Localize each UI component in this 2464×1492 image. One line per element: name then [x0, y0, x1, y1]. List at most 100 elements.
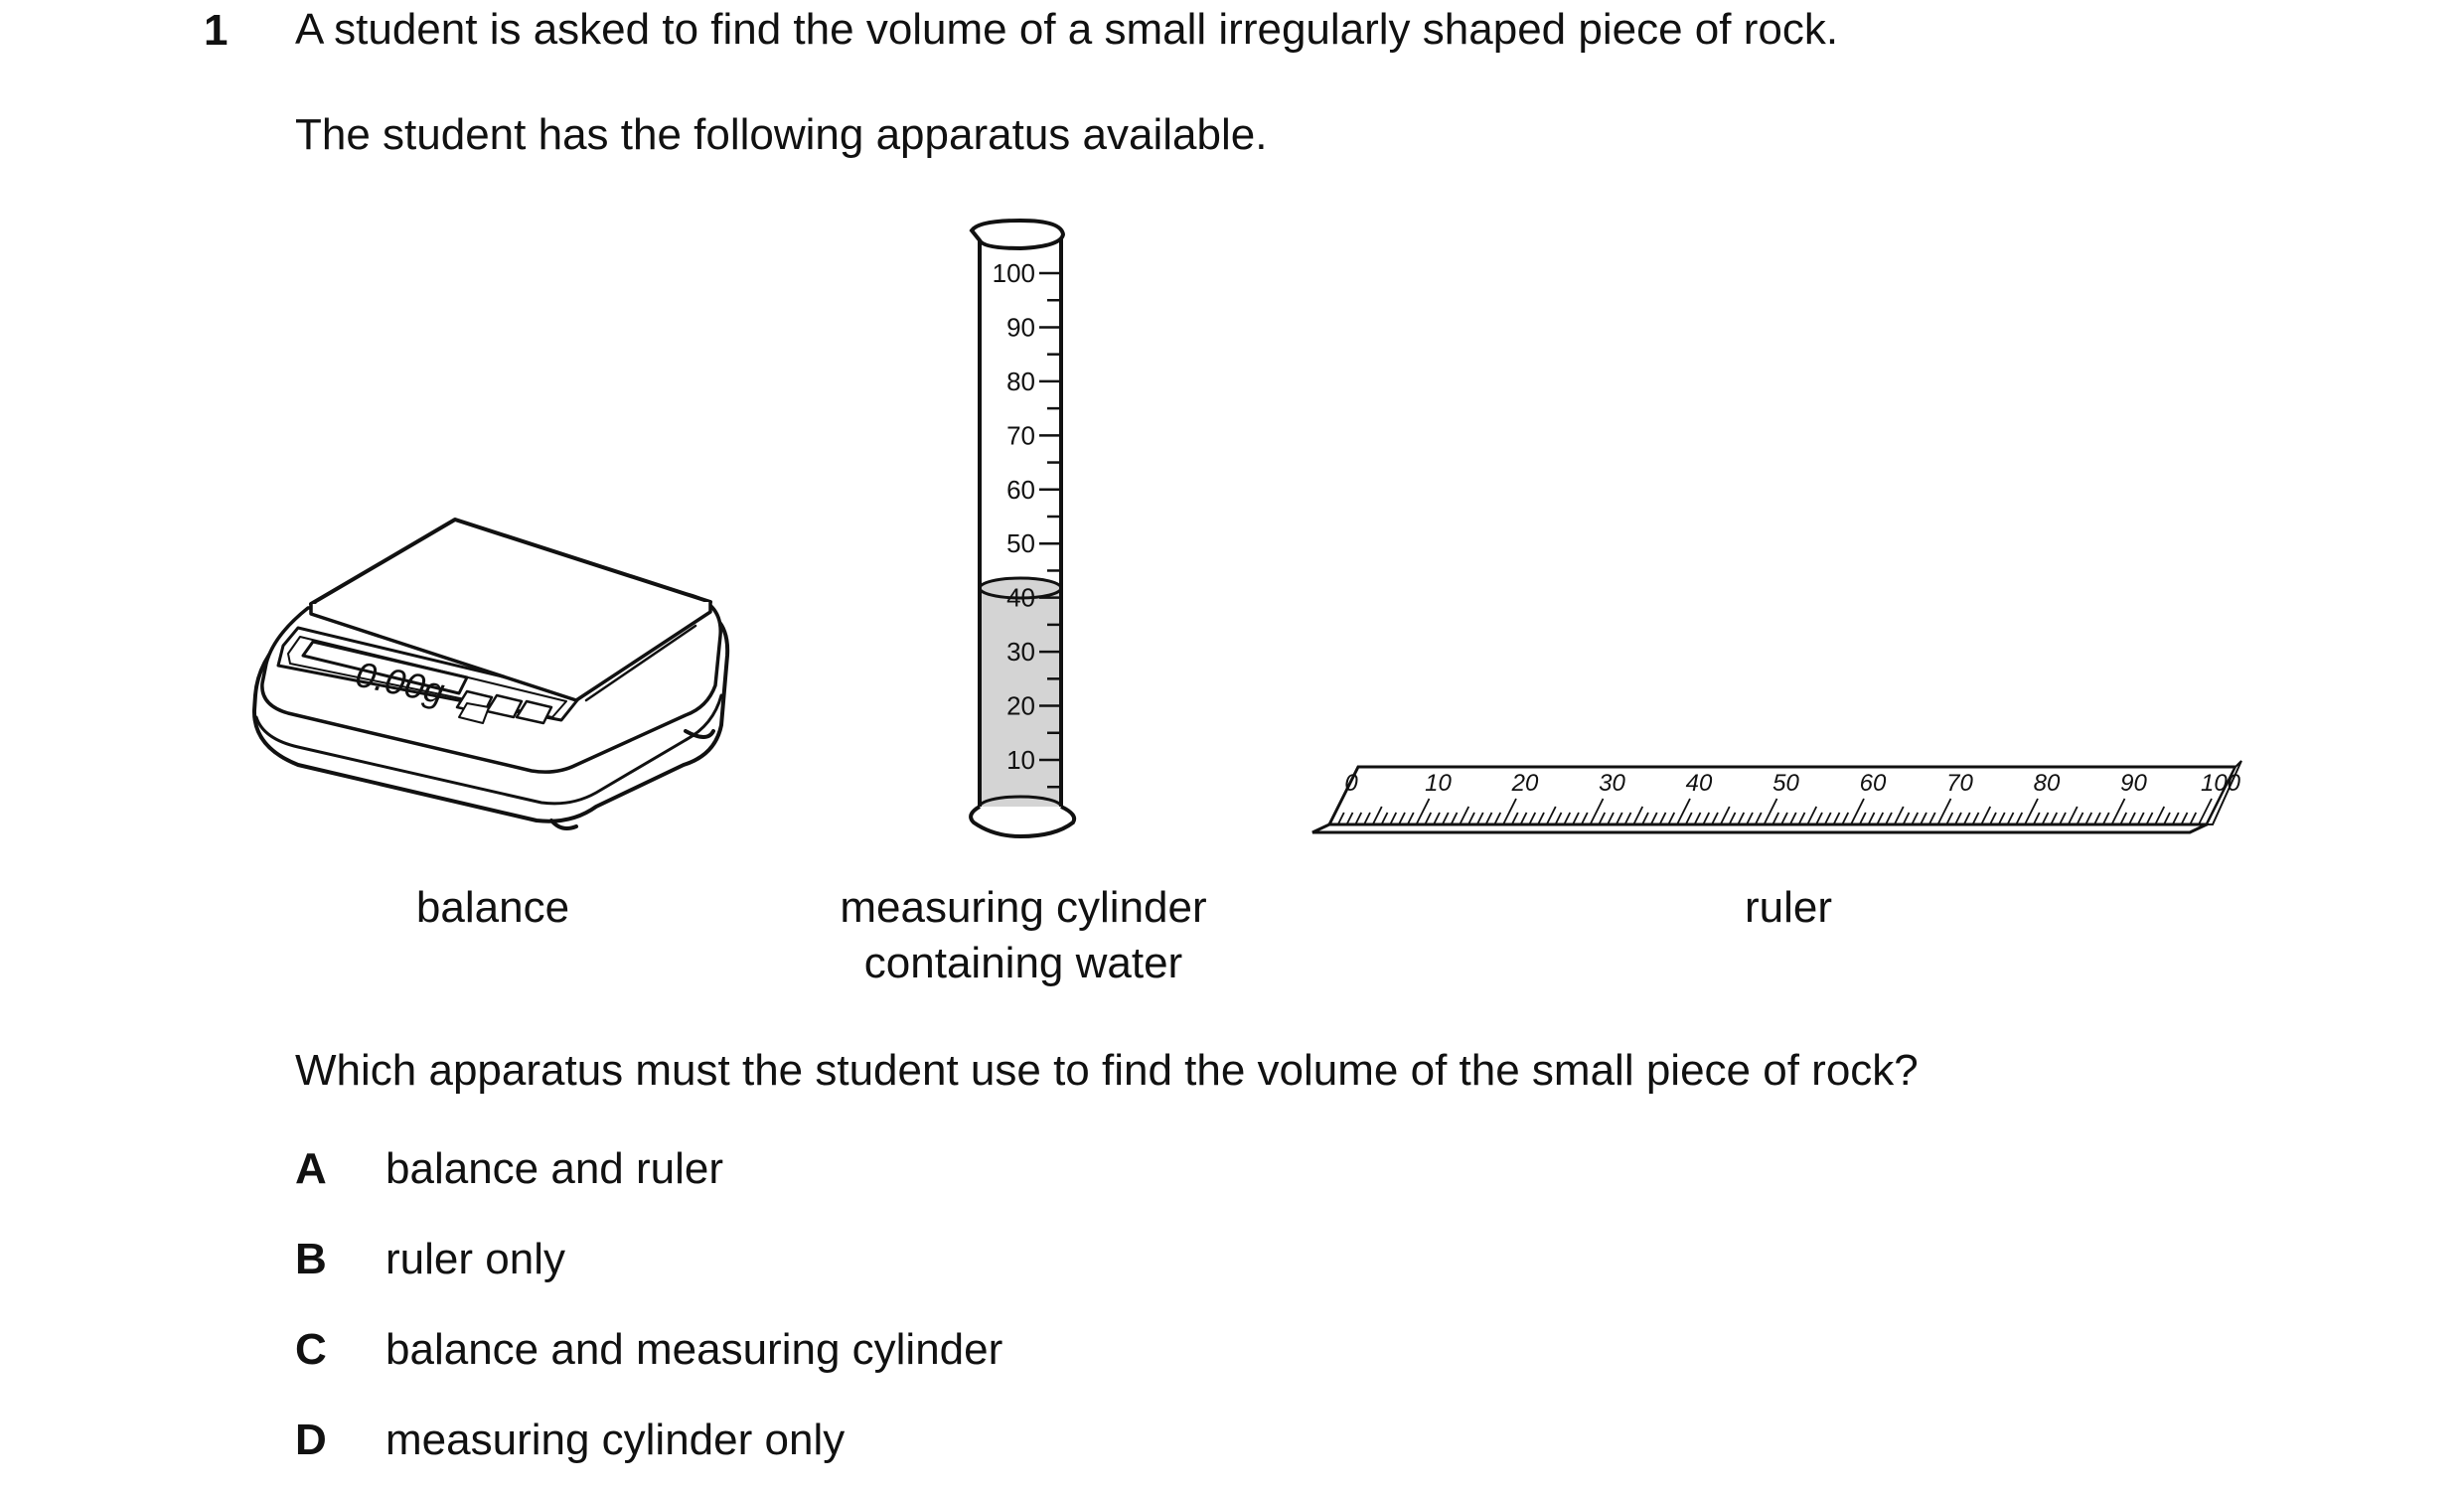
- ruler-scale-label: 50: [1772, 770, 1799, 797]
- ruler-tick: [1971, 812, 1980, 825]
- ruler-tick: [1572, 812, 1580, 825]
- ruler-scale-label: 30: [1599, 770, 1625, 797]
- ruler-tick: [2119, 812, 2128, 825]
- ruler-tick: [1607, 812, 1615, 825]
- ruler-tick: [1554, 812, 1563, 825]
- option-text: balance and ruler: [385, 1144, 724, 1193]
- ruler-tick: [1997, 812, 2006, 825]
- ruler-tick: [1728, 812, 1737, 825]
- ruler-tick: [1459, 806, 1470, 825]
- option-text: measuring cylinder only: [385, 1416, 846, 1464]
- cylinder-caption-line2: containing water: [863, 939, 1183, 987]
- ruler-tick: [1754, 812, 1763, 825]
- ruler-scale-label: 100: [2201, 770, 2241, 797]
- option-text: balance and measuring cylinder: [385, 1325, 1003, 1374]
- ruler-tick: [1519, 812, 1528, 825]
- ruler-tick: [1841, 812, 1850, 825]
- ruler-tick: [1345, 812, 1354, 825]
- ruler-tick: [2145, 812, 2154, 825]
- ruler-tick: [2180, 812, 2189, 825]
- ruler-tick: [1328, 798, 1343, 825]
- ruler-tick: [1832, 812, 1841, 825]
- ruler-tick: [1475, 812, 1484, 825]
- ruler-scale-label: 60: [1860, 770, 1887, 797]
- ruler-tick: [1598, 812, 1607, 825]
- cylinder-caption-line1: measuring cylinder: [840, 883, 1207, 932]
- ruler-tick: [2128, 812, 2136, 825]
- ruler-tick: [1911, 812, 1920, 825]
- ruler-tick: [1962, 812, 1971, 825]
- ruler-tick: [1858, 812, 1867, 825]
- ruler-tick: [1945, 812, 1954, 825]
- ruler-tick: [1510, 812, 1519, 825]
- ruler-scale-label: 70: [1946, 770, 1973, 797]
- cylinder-scale-label: 10: [1006, 745, 1035, 775]
- ruler-tick: [1780, 812, 1788, 825]
- ruler-scale-label: 20: [1511, 770, 1539, 797]
- ruler-tick: [1658, 812, 1667, 825]
- cylinder-scale-label: 80: [1006, 367, 1035, 396]
- ruler-tick: [1746, 812, 1754, 825]
- ruler-tick: [1850, 798, 1865, 825]
- ruler-tick: [1684, 812, 1693, 825]
- ruler-tick: [1493, 812, 1502, 825]
- ruler-tick: [1737, 812, 1746, 825]
- option-letter: D: [295, 1416, 327, 1464]
- ruler-tick: [1676, 798, 1691, 825]
- ruler-tick: [1363, 812, 1371, 825]
- ruler-tick: [1632, 806, 1644, 825]
- ruler-tick: [1815, 812, 1823, 825]
- ruler-tick: [2154, 806, 2166, 825]
- ruler-tick: [1502, 798, 1517, 825]
- ruler-tick: [1893, 806, 1905, 825]
- ruler-tick: [1902, 812, 1911, 825]
- ruler-tick: [2015, 812, 2024, 825]
- ruler-tick: [1989, 812, 1997, 825]
- ruler-tick: [1693, 812, 1702, 825]
- ruler-tick: [1563, 812, 1572, 825]
- ruler-tick: [1354, 812, 1363, 825]
- ruler-tick: [1649, 812, 1658, 825]
- ruler-tick: [1589, 798, 1605, 825]
- ruler-tick: [2163, 812, 2171, 825]
- ruler-tick: [1380, 812, 1389, 825]
- ruler-tick: [1433, 812, 1441, 825]
- ruler-tick: [1867, 812, 1876, 825]
- ruler-tick: [1954, 812, 1962, 825]
- ruler-tick: [1885, 812, 1893, 825]
- ruler-tick: [2084, 812, 2093, 825]
- ruler-scale-label: 90: [2120, 770, 2147, 797]
- ruler-tick: [1615, 812, 1623, 825]
- ruler-tick: [1441, 812, 1450, 825]
- ruler-tick: [1528, 812, 1537, 825]
- ruler-tick: [1771, 812, 1780, 825]
- ruler-tick: [2050, 812, 2059, 825]
- ruler-tick: [1467, 812, 1475, 825]
- ruler-tick: [1702, 812, 1711, 825]
- cylinder-scale-label: 70: [1006, 420, 1035, 450]
- cylinder-scale-label: 40: [1006, 583, 1035, 613]
- ruler-tick: [1371, 806, 1383, 825]
- ruler-tick: [2024, 798, 2039, 825]
- cylinder-scale-label: 100: [993, 258, 1035, 288]
- ruler-tick: [1711, 812, 1719, 825]
- ruler-tick: [2198, 798, 2213, 825]
- cylinder-scale-label: 20: [1006, 691, 1035, 721]
- ruler-scale-label: 80: [2034, 770, 2061, 797]
- ruler-tick: [1537, 812, 1545, 825]
- cylinder-scale-label: 60: [1006, 475, 1035, 505]
- ruler-tick: [1623, 812, 1632, 825]
- ruler-tick: [1936, 798, 1952, 825]
- ruler-tick: [2136, 812, 2145, 825]
- question-number: 1: [204, 6, 229, 55]
- ruler-tick: [1545, 806, 1557, 825]
- cylinder-scale-label: 90: [1006, 312, 1035, 342]
- ruler-scale-label: 0: [1344, 770, 1358, 797]
- ruler-tick: [2041, 812, 2050, 825]
- question-stem-line2: The student has the following apparatus …: [295, 110, 1268, 159]
- ruler-caption: ruler: [1744, 883, 1833, 932]
- ruler-tick: [1823, 812, 1832, 825]
